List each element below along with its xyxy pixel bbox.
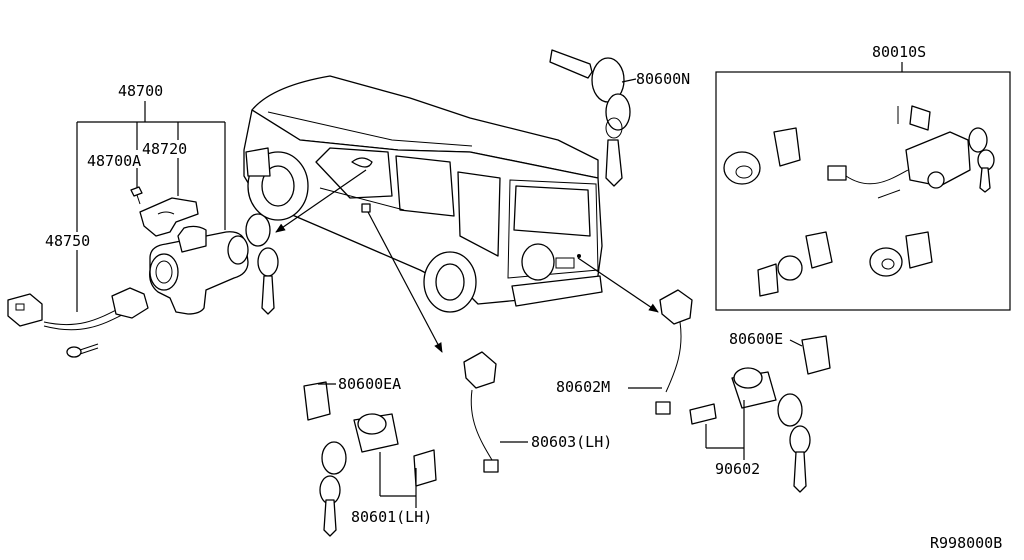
key-icon <box>245 213 279 315</box>
rear-hatch-lock-group <box>628 289 831 493</box>
label-48700: 48700 <box>118 82 163 100</box>
screw-icon <box>130 186 143 205</box>
label-80600EA: 80600EA <box>338 375 401 393</box>
label-48750: 48750 <box>45 232 90 250</box>
bolt-icon <box>66 343 99 358</box>
label-80601LH: 80601(LH) <box>351 508 432 526</box>
arrows <box>275 169 659 353</box>
leader-48700 <box>76 101 226 312</box>
label-80603LH: 80603(LH) <box>531 433 612 451</box>
label-80600E: 80600E <box>729 330 783 348</box>
label-80010S: 80010S <box>872 43 926 61</box>
label-80602M: 80602M <box>556 378 610 396</box>
vehicle-illustration <box>243 75 603 313</box>
left-door-lock-group <box>303 351 528 537</box>
label-48720: 48720 <box>142 140 187 158</box>
key-80600N <box>549 49 637 187</box>
kit-80010S <box>715 62 1011 311</box>
diagram-reference-code: R998000B <box>930 534 1002 552</box>
label-90602: 90602 <box>715 460 760 478</box>
ignition-lock-assembly <box>7 186 279 358</box>
label-48700A: 48700A <box>87 152 141 170</box>
label-80600N: 80600N <box>636 70 690 88</box>
